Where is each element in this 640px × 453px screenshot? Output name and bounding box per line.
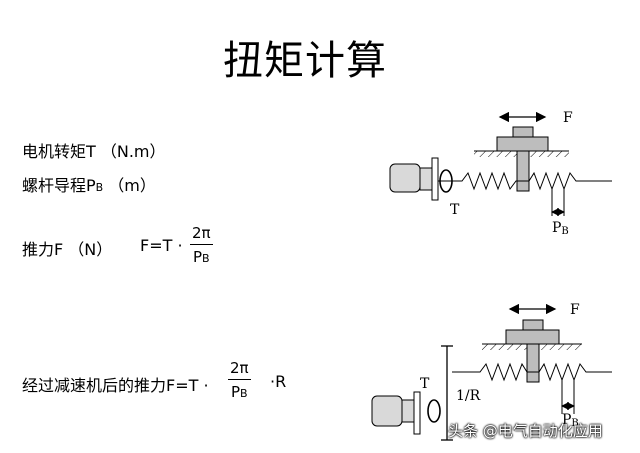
lead-screw-2	[452, 362, 612, 382]
force-label: F	[563, 110, 573, 126]
formula1-pb: P	[192, 248, 203, 266]
diagram-with-reducer: F 1/R T PB	[371, 302, 612, 441]
slider-body-2	[505, 329, 560, 345]
lead-screw	[438, 171, 612, 191]
formula1-fraction: 2π PB	[190, 224, 213, 266]
motor-neck	[419, 167, 433, 191]
formula2-fraction: 2π PB	[228, 359, 251, 401]
nut-shaft-2	[526, 343, 540, 383]
torque-label: T	[450, 202, 460, 218]
torque-arrow-2	[427, 399, 441, 423]
slider-body	[496, 136, 549, 152]
force-label-2: F	[570, 302, 580, 318]
torque-label-2: T	[420, 376, 430, 392]
screw-lead-prefix: 螺杆导程P	[22, 176, 96, 195]
lead-label-2: PB	[562, 412, 579, 429]
formula2-pb-sub: B	[240, 387, 248, 400]
nut-shaft	[516, 150, 530, 192]
diagram-direct-drive: F T PB	[389, 110, 612, 237]
motor-body	[389, 163, 421, 193]
motor-flange-2	[413, 391, 421, 435]
slider-top-block-2	[522, 319, 544, 331]
formula1-lhs: F=T ·	[140, 236, 183, 255]
watermark: 头条 @电气自动化应用	[448, 422, 603, 440]
motor-neck-2	[401, 399, 415, 423]
formula2-pb: P	[230, 383, 241, 401]
motor-torque-text: 电机转矩T （N.m）	[22, 142, 166, 161]
ratio-label: 1/R	[456, 388, 481, 404]
thrust-label: 推力F （N）	[22, 240, 113, 259]
page-title: 扭矩计算	[223, 38, 387, 84]
reduced-formula-lhs: 经过减速机后的推力F=T ·	[22, 376, 209, 395]
formula1-numerator: 2π	[190, 224, 213, 245]
motor-body-2	[371, 395, 403, 427]
formula1-denominator: PB	[190, 245, 213, 266]
screw-lead-text: 螺杆导程PB （m）	[22, 172, 156, 196]
lead-label: PB	[552, 220, 569, 237]
screw-lead-suffix: （m）	[103, 176, 156, 195]
screw-lead-subscript: B	[95, 181, 104, 194]
formula2-numerator: 2π	[228, 359, 251, 380]
formula1-pb-sub: B	[202, 252, 210, 265]
formula2-denominator: PB	[228, 380, 251, 401]
reduced-formula-ratio: ·R	[270, 372, 287, 391]
slider-top-block	[512, 126, 534, 138]
motor-flange	[431, 157, 439, 201]
